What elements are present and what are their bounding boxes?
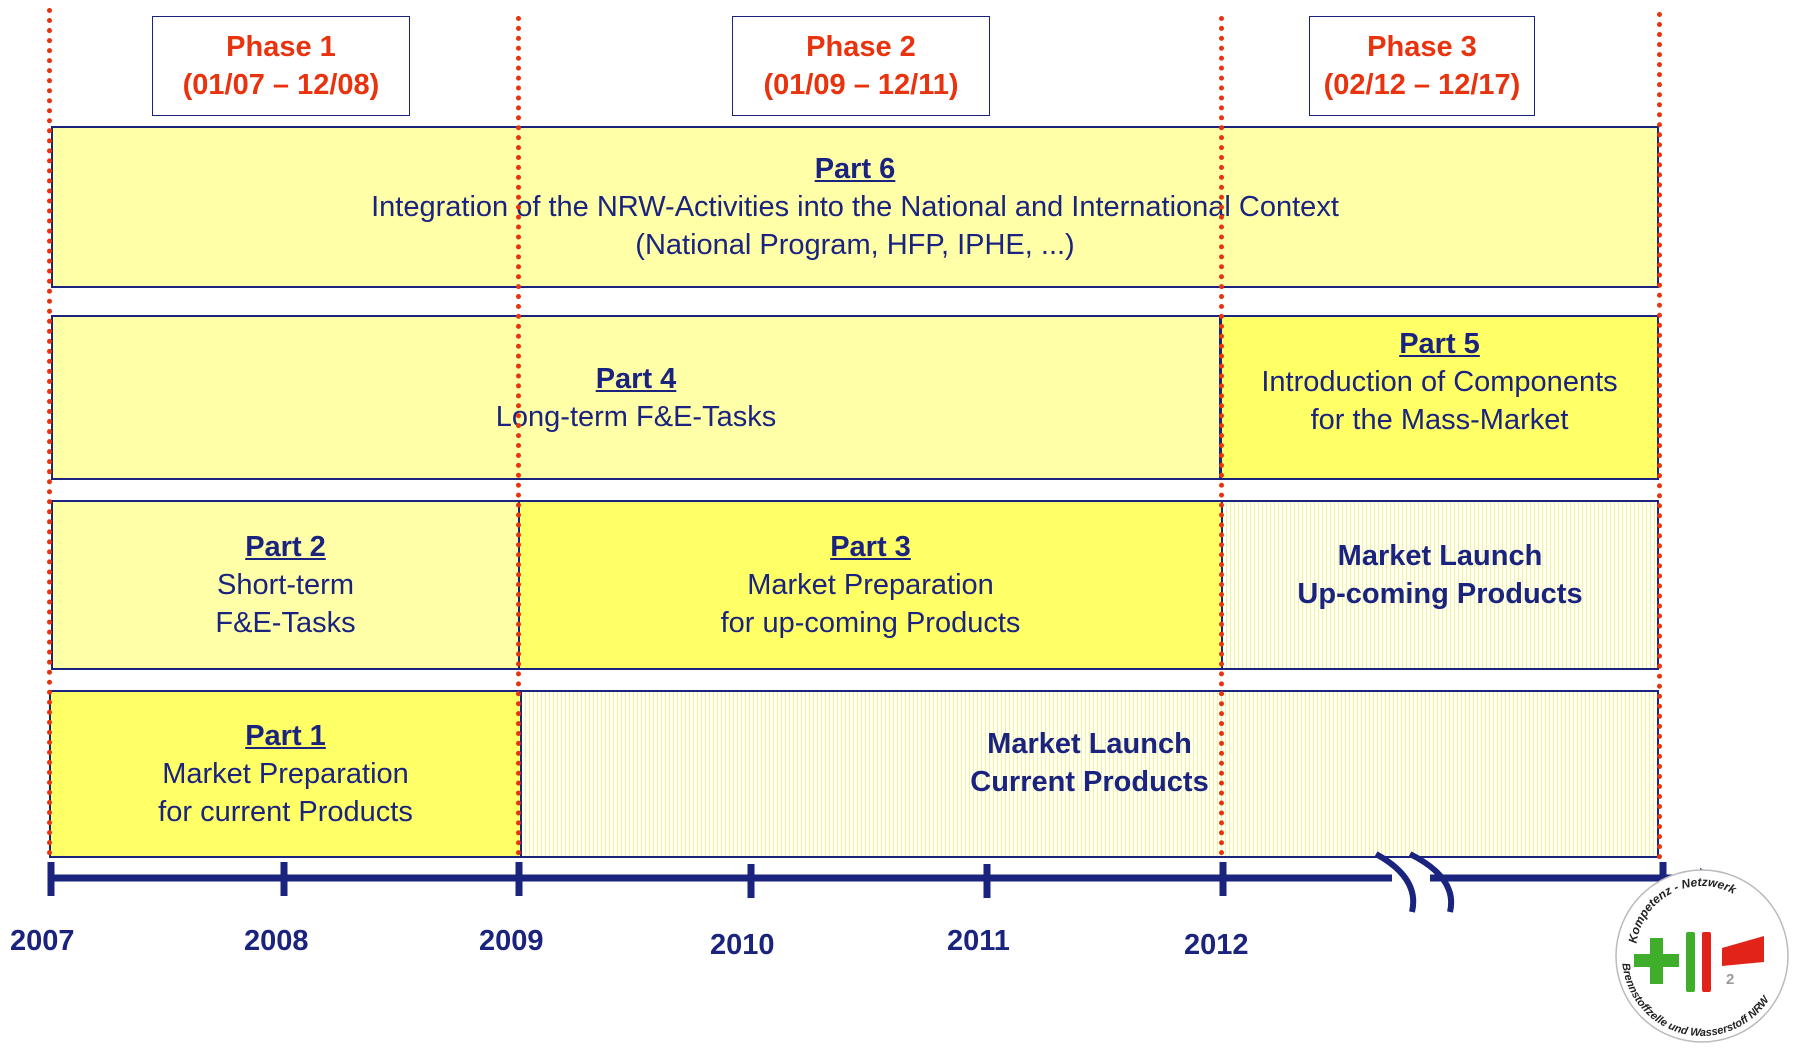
phase-1-name: Phase 1 — [226, 31, 336, 63]
year-label-2011: 2011 — [947, 925, 1010, 957]
timeline-axis — [47, 851, 1722, 913]
part-2-line1: Short-term — [217, 569, 354, 601]
part-6-box: Part 6 Integration of the NRW-Activities… — [51, 126, 1659, 288]
phase-3-box: Phase 3 (02/12 – 12/17) — [1309, 16, 1535, 116]
part-1-title: Part 1 — [245, 720, 326, 752]
part-6-line2: (National Program, HFP, IPHE, ...) — [635, 229, 1075, 261]
part-5-line2: for the Mass-Market — [1310, 404, 1569, 436]
phase-boundary-2017 — [1657, 12, 1662, 860]
logo-subscript-2: 2 — [1726, 971, 1734, 988]
market-launch-current-line2: Current Products — [970, 766, 1209, 798]
phase-boundary-2007 — [47, 8, 52, 856]
axis-break-mark-2 — [1408, 851, 1455, 913]
part-3-line1: Market Preparation — [747, 569, 994, 601]
market-launch-current-line1: Market Launch — [987, 728, 1192, 760]
part-2-box: Part 2 Short-term F&E-Tasks — [51, 500, 520, 670]
phase-3-name: Phase 3 — [1367, 31, 1477, 63]
part-1-line2: for current Products — [158, 796, 413, 828]
part-4-line1: Long-term F&E-Tasks — [495, 400, 777, 433]
year-label-2009: 2009 — [479, 925, 544, 957]
part-4-box: Part 4 Long-term F&E-Tasks — [51, 315, 1221, 480]
phase-1-period: (01/07 – 12/08) — [182, 69, 380, 101]
part-1-line1: Market Preparation — [162, 758, 409, 790]
year-label-2010: 2010 — [710, 929, 775, 961]
part-3-box: Part 3 Market Preparation for up-coming … — [518, 500, 1223, 670]
phase-boundary-2012 — [1219, 16, 1224, 856]
market-launch-current-box: Market Launch Current Products — [520, 690, 1659, 858]
phase-1-box: Phase 1 (01/07 – 12/08) — [152, 16, 410, 116]
kompetenz-netzwerk-logo: Kompetenz - Netzwerk Brennstoffzelle und… — [1615, 869, 1789, 1043]
part-6-line1: Integration of the NRW-Activities into t… — [371, 191, 1339, 223]
year-label-2012: 2012 — [1184, 929, 1249, 961]
phase-3-period: (02/12 – 12/17) — [1323, 69, 1521, 101]
part-5-title: Part 5 — [1399, 328, 1480, 360]
phase-boundary-2009 — [516, 16, 521, 856]
part-2-title: Part 2 — [245, 531, 326, 563]
part-1-box: Part 1 Market Preparation for current Pr… — [49, 690, 522, 858]
part-2-line2: F&E-Tasks — [215, 607, 356, 639]
part-3-title: Part 3 — [830, 531, 911, 563]
phase-2-name: Phase 2 — [806, 31, 916, 63]
part-4-title: Part 4 — [595, 362, 677, 395]
part-5-box: Part 5 Introduction of Components for th… — [1220, 315, 1659, 480]
phase-2-box: Phase 2 (01/09 – 12/11) — [732, 16, 990, 116]
axis-break-mark-1 — [1374, 851, 1417, 913]
year-label-2007: 2007 — [10, 925, 75, 957]
part-3-line2: for up-coming Products — [720, 607, 1021, 639]
market-launch-upcoming-line2: Up-coming Products — [1297, 578, 1583, 610]
market-launch-upcoming-box: Market Launch Up-coming Products — [1221, 500, 1659, 670]
part-5-line1: Introduction of Components — [1261, 366, 1618, 398]
logo-minus-shape — [1722, 936, 1764, 966]
year-label-2008: 2008 — [244, 925, 309, 957]
part-6-title: Part 6 — [814, 153, 896, 185]
logo-bar-green — [1686, 932, 1695, 992]
phase-2-period: (01/09 – 12/11) — [763, 69, 959, 101]
logo-plus-horizontal — [1634, 954, 1679, 967]
logo-bar-red — [1702, 932, 1711, 992]
market-launch-upcoming-line1: Market Launch — [1337, 540, 1543, 572]
